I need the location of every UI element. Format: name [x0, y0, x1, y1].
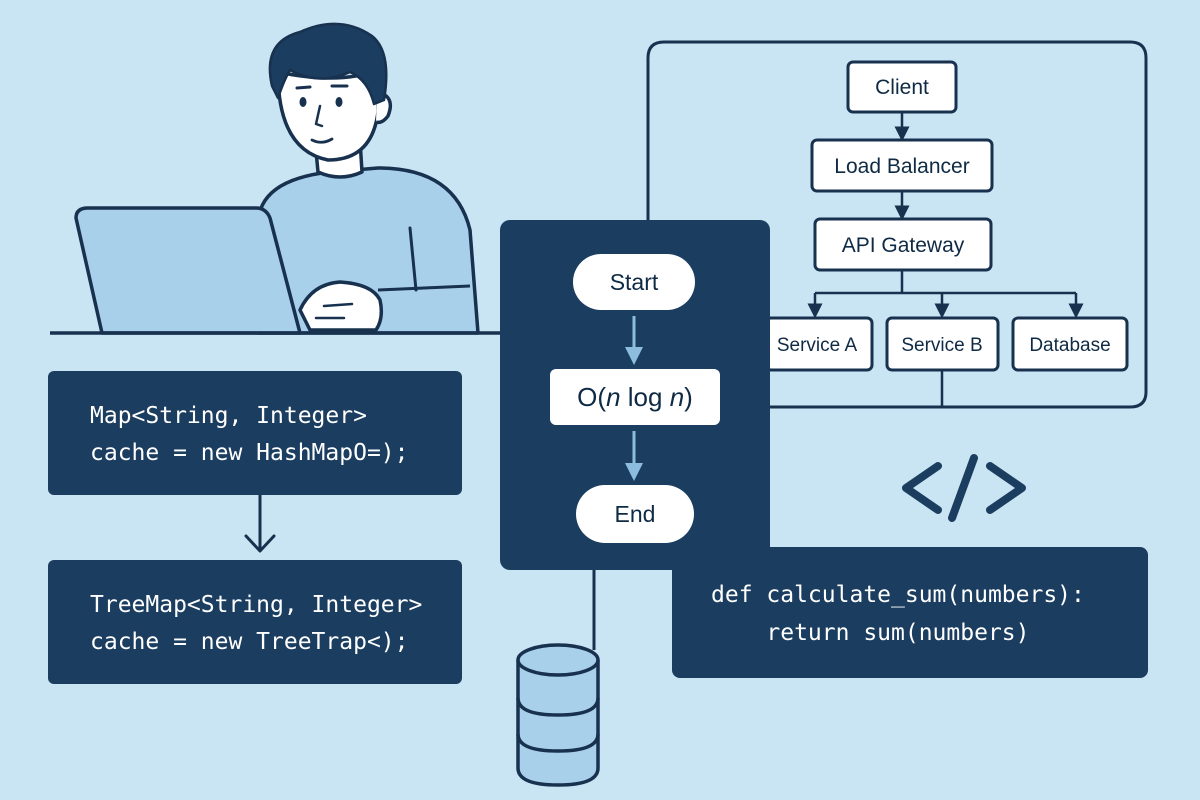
node-load-balancer: Load Balancer [810, 138, 994, 193]
architecture-diagram: Client Load Balancer API Gateway Service… [646, 40, 1148, 409]
node-service-b-label: Service B [901, 335, 982, 356]
flow-node-start: Start [573, 254, 695, 310]
node-database: Database [1011, 316, 1129, 372]
node-client: Client [846, 60, 958, 114]
laptop-icon [74, 206, 302, 335]
treemap-line-1: TreeMap<String, Integer> [90, 592, 422, 618]
flow-start-label: Start [610, 269, 659, 295]
node-load-balancer-label: Load Balancer [834, 155, 969, 178]
node-client-label: Client [875, 76, 929, 99]
java-code-panel-hashmap: Map<String, Integer> cache = new HashMap… [48, 371, 462, 495]
architecture-frame [646, 40, 1148, 409]
python-line-1: def calculate_sum(numbers): [711, 582, 1085, 608]
node-database-label: Database [1029, 335, 1110, 356]
node-service-b: Service B [885, 316, 1000, 372]
database-cylinder-icon [516, 643, 600, 787]
developer-person-icon [256, 22, 480, 335]
code-brackets-icon [902, 454, 1026, 522]
hashmap-line-1: Map<String, Integer> [90, 403, 367, 429]
python-line-2: return sum(numbers) [711, 620, 1030, 646]
node-service-a: Service A [764, 316, 874, 372]
arrow-hashmap-to-treemap [244, 495, 276, 553]
treemap-line-2: cache = new TreeTrap<); [90, 629, 409, 655]
flow-node-complexity: O(n log n) [550, 369, 720, 425]
java-code-panel-treemap: TreeMap<String, Integer> cache = new Tre… [48, 560, 462, 684]
flow-node-end: End [576, 485, 694, 543]
flowchart-panel: Start O(n log n) End [500, 220, 770, 570]
flow-end-label: End [615, 501, 656, 527]
complexity-label: O(n log n) [577, 382, 693, 412]
node-api-gateway-label: API Gateway [842, 234, 965, 257]
hashmap-line-2: cache = new HashMapO=); [90, 440, 409, 466]
node-api-gateway: API Gateway [813, 217, 993, 272]
node-service-a-label: Service A [777, 335, 858, 356]
python-code-panel: def calculate_sum(numbers): return sum(n… [672, 547, 1148, 678]
